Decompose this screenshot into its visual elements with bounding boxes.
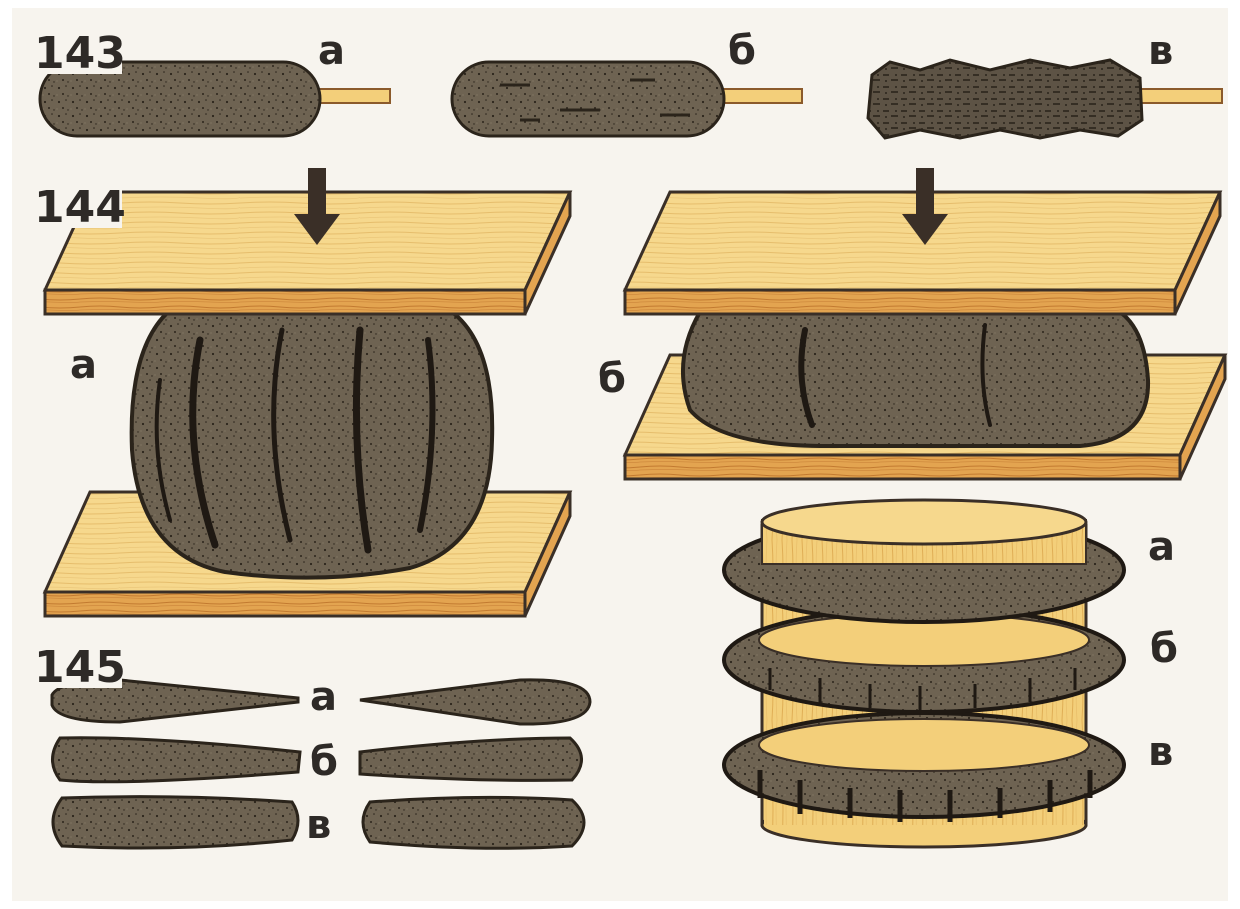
fig144-a-clay-cylinder: [132, 312, 493, 578]
fig144-number: 144: [34, 182, 126, 233]
ring-stack: [724, 500, 1124, 847]
fig145-label-b: б: [310, 739, 338, 785]
fig143-label-a: а: [318, 28, 345, 74]
fig143-label-c: в: [1148, 28, 1173, 74]
fig145-coil-c-left: [53, 797, 298, 848]
fig145-coil-c-right: [363, 797, 584, 848]
fig145-label-c: в: [306, 802, 331, 848]
fig144-label-a: а: [70, 342, 97, 388]
ring-label-b: б: [1150, 626, 1178, 672]
fig144-label-b: б: [598, 356, 626, 402]
fig144-b-clay-slab: [683, 312, 1148, 446]
ring-a: [724, 500, 1124, 622]
fig143-label-b: б: [728, 28, 756, 74]
fig143-number: 143: [34, 28, 126, 79]
ring-label-c: в: [1148, 729, 1173, 775]
fig145-label-a: а: [310, 674, 337, 720]
fig145-number: 145: [34, 642, 126, 693]
ring-label-a: а: [1148, 524, 1175, 570]
